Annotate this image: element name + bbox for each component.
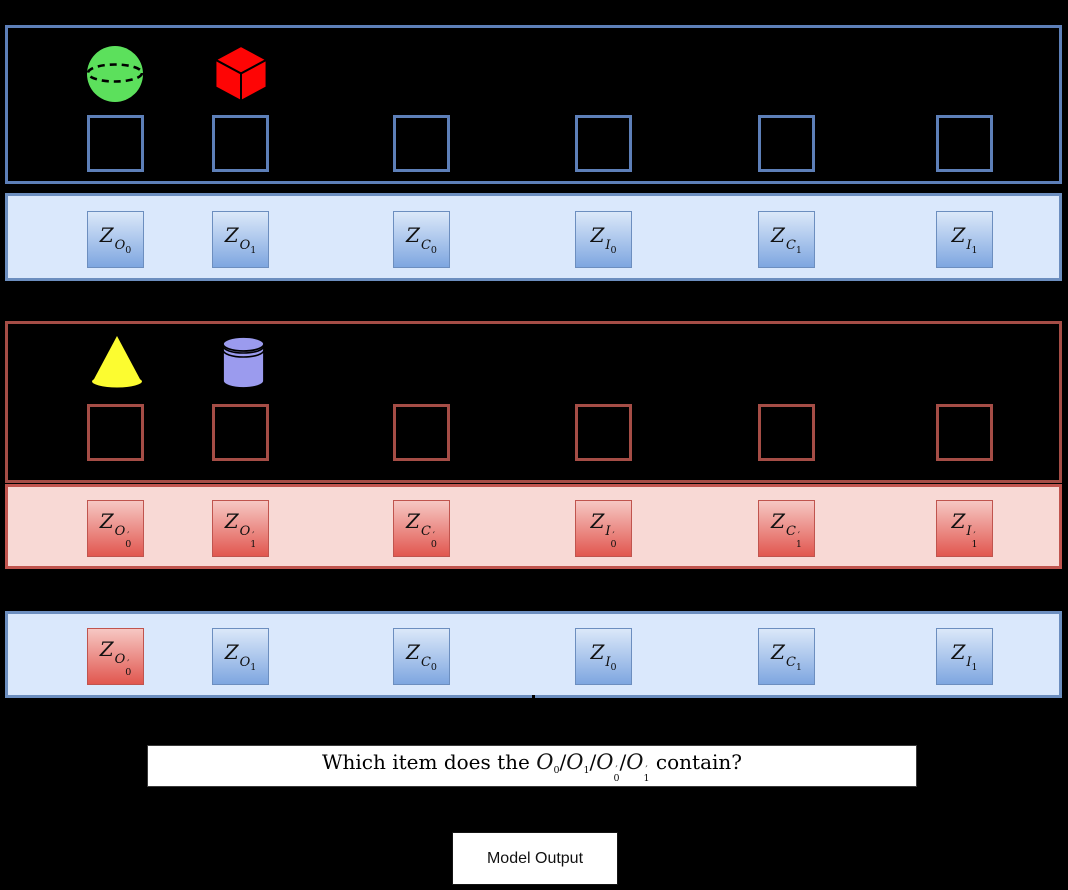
token-C0: ZC0 <box>393 628 450 685</box>
token-C0: ZC0 <box>393 211 450 268</box>
token-O1-prime: ZO′1 <box>212 500 269 557</box>
original-scene-panel <box>5 25 1062 184</box>
token-O0: ZO0 <box>87 211 144 268</box>
token-C1: ZC1 <box>758 211 815 268</box>
question-box: Which item does the O0/O1/O′0/O′1 contai… <box>147 745 917 787</box>
token-O1: ZO1 <box>212 211 269 268</box>
token-O0-prime: ZO′0 <box>87 628 144 685</box>
token-I1-prime: ZI′1 <box>936 500 993 557</box>
token-C1-prime: ZC′1 <box>758 500 815 557</box>
token-I0-prime: ZI′0 <box>575 500 632 557</box>
sphere-shape <box>86 45 144 103</box>
empty-slot-square <box>575 115 632 172</box>
empty-slot-square <box>936 404 993 461</box>
original-token-row: ZO0 ZO1 ZC0 ZI0 ZC1 ZI1 <box>5 193 1062 281</box>
token-C1: ZC1 <box>758 628 815 685</box>
token-C0-prime: ZC′0 <box>393 500 450 557</box>
empty-slot-square <box>393 404 450 461</box>
empty-slot-square <box>212 115 269 172</box>
model-output-box: Model Output <box>452 832 618 885</box>
empty-slot-square <box>212 404 269 461</box>
modified-scene-panel <box>5 321 1062 483</box>
cube-shape <box>213 45 269 102</box>
empty-slot-square <box>758 115 815 172</box>
cylinder-shape <box>221 335 266 390</box>
intervened-token-row: ZO′0 ZO1 ZC0 ZI0 ZC1 ZI1 <box>5 611 1062 698</box>
token-O0-prime: ZO′0 <box>87 500 144 557</box>
empty-slot-square <box>758 404 815 461</box>
model-output-label: Model Output <box>486 849 584 867</box>
empty-slot-square <box>87 404 144 461</box>
question-text: Which item does the O0/O1/O′0/O′1 contai… <box>321 749 743 784</box>
empty-slot-square <box>936 115 993 172</box>
modified-token-row: ZO′0 ZO′1 ZC′0 ZI′0 ZC′1 ZI′1 <box>5 484 1062 569</box>
empty-slot-square <box>87 115 144 172</box>
token-O1: ZO1 <box>212 628 269 685</box>
token-I1: ZI1 <box>936 211 993 268</box>
cone-shape <box>88 335 146 390</box>
empty-slot-square <box>393 115 450 172</box>
empty-slot-square <box>575 404 632 461</box>
connector-tick <box>532 695 535 701</box>
token-I1: ZI1 <box>936 628 993 685</box>
token-I0: ZI0 <box>575 211 632 268</box>
token-I0: ZI0 <box>575 628 632 685</box>
